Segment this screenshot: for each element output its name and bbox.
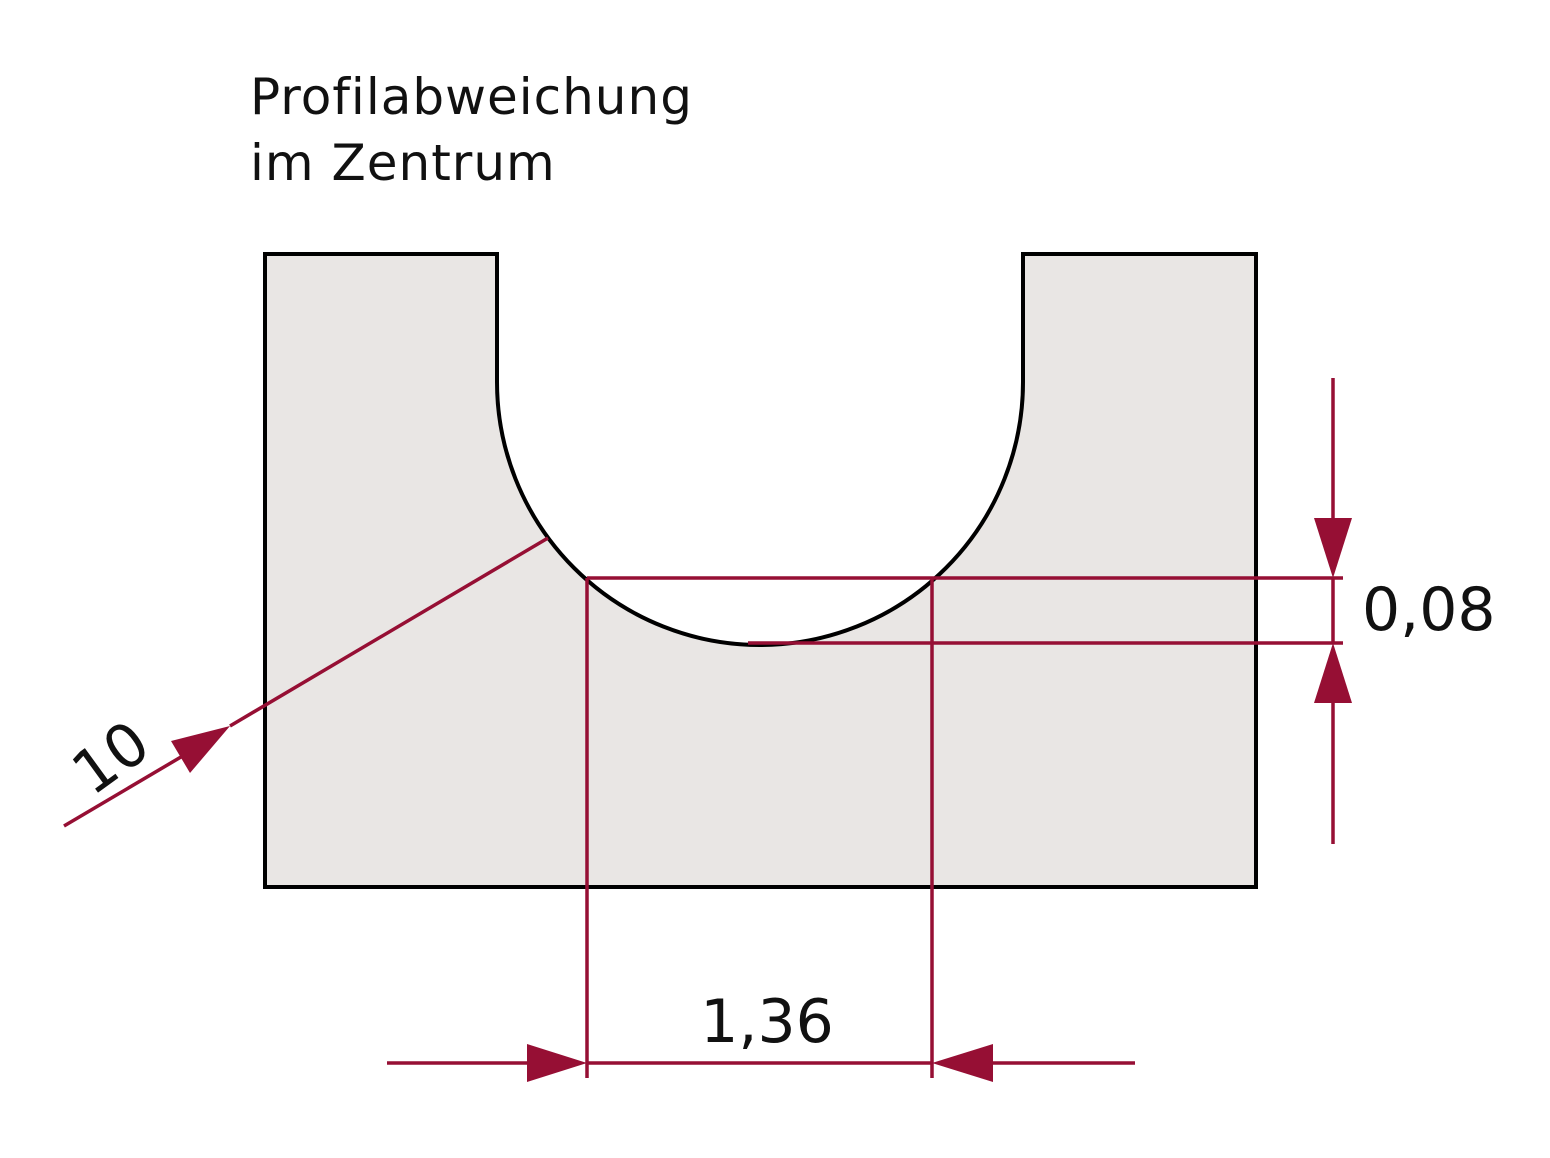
depth-arrow-bottom-icon: [1314, 643, 1352, 703]
radius-arrow-icon: [171, 726, 230, 773]
depth-arrow-top-icon: [1314, 518, 1352, 578]
radius-label: 10: [60, 708, 163, 810]
dimension-lines: [63, 378, 1343, 1078]
width-label: 1,36: [700, 987, 834, 1057]
radius-leader-line: [229, 536, 549, 728]
depth-label: 0,08: [1362, 575, 1496, 645]
title-line-1: Profilabweichung: [250, 68, 693, 126]
width-arrow-right-icon: [932, 1044, 993, 1082]
arrowheads: [171, 518, 1352, 1082]
title-line-2: im Zentrum: [250, 134, 556, 192]
part-profile: [263, 252, 1258, 889]
width-arrow-left-icon: [527, 1044, 587, 1082]
diagram-title: Profilabweichung im Zentrum: [250, 64, 693, 196]
radius-leader-tail: [63, 752, 187, 828]
